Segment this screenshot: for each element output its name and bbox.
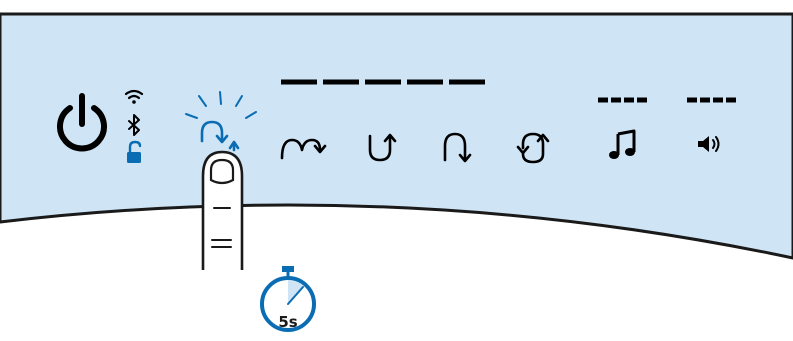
pressing-finger: [203, 152, 242, 270]
control-panel-surface: [0, 14, 793, 258]
timer-label: 5s: [278, 313, 297, 331]
stopwatch-icon: 5s: [262, 266, 314, 331]
fingernail: [211, 160, 233, 183]
